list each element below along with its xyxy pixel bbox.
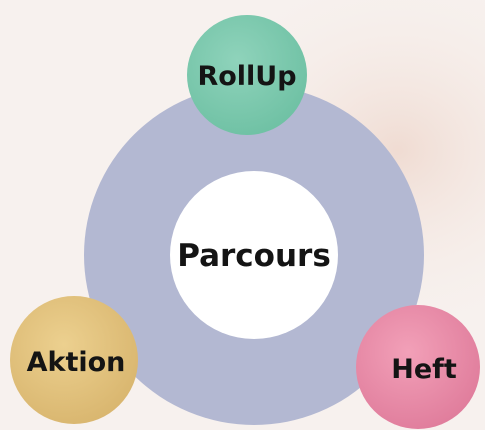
node-heft-circle xyxy=(356,305,480,429)
node-aktion: Aktion xyxy=(10,296,138,424)
node-heft-label: Heft xyxy=(391,354,457,385)
node-rollup-circle xyxy=(187,15,307,135)
center-label: Parcours xyxy=(177,238,331,274)
node-aktion-circle xyxy=(10,296,138,424)
node-heft: Heft xyxy=(356,305,480,429)
node-rollup-label: RollUp xyxy=(197,61,296,92)
center-circle xyxy=(170,171,338,339)
node-rollup: RollUp xyxy=(187,15,307,135)
node-aktion-label: Aktion xyxy=(27,347,126,378)
